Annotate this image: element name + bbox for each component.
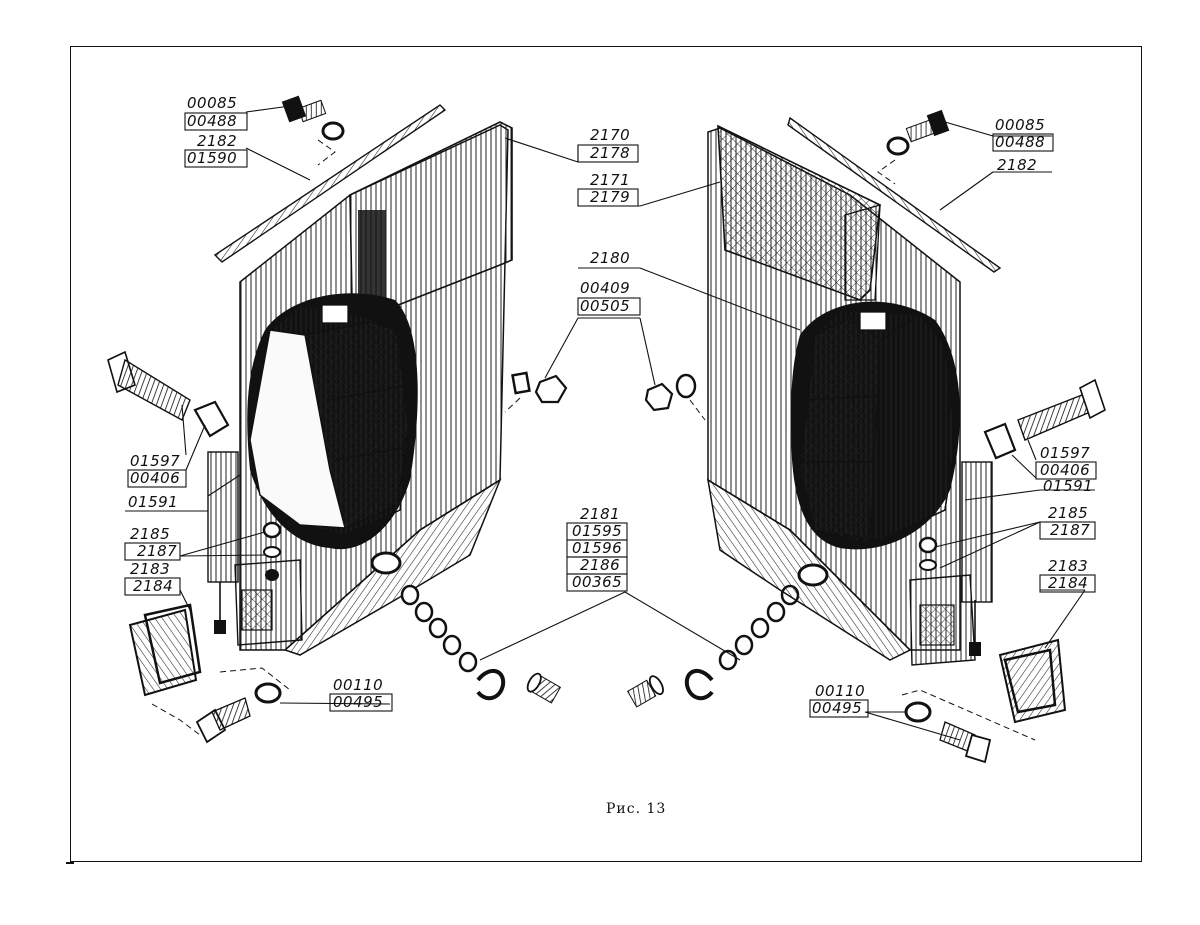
label-left-00406: 00406 (130, 469, 180, 487)
right-bottom-bolt (904, 701, 992, 764)
label-right-01591: 01591 (1043, 477, 1093, 495)
frame-corner-mark (66, 862, 74, 864)
label-left-00110: 00110 (333, 676, 383, 694)
left-washer-2185 (262, 521, 282, 539)
left-seal-strip (213, 104, 447, 263)
label-left-01597: 01597 (130, 452, 180, 470)
label-2170: 2170 (590, 126, 630, 144)
left-radiator-assembly (107, 95, 568, 744)
drawing-frame (70, 46, 1142, 862)
label-right-00085: 00085 (995, 116, 1045, 134)
label-01596: 01596 (572, 539, 622, 557)
label-right-2183: 2183 (1048, 557, 1088, 575)
label-left-2183: 2183 (130, 560, 170, 578)
label-2180: 2180 (590, 249, 630, 267)
label-left-00085: 00085 (187, 94, 237, 112)
right-fan-grille (799, 317, 881, 546)
right-side-tank (961, 461, 993, 603)
label-2179: 2179 (590, 188, 630, 206)
label-2178: 2178 (590, 144, 630, 162)
label-right-00406: 00406 (1040, 461, 1090, 479)
left-washer-2183 (265, 569, 279, 581)
left-housing-side (249, 329, 346, 529)
label-left-00488: 00488 (187, 112, 237, 130)
figure-caption: Рис. 13 (606, 801, 666, 817)
label-right-00488: 00488 (995, 133, 1045, 151)
label-right-00110: 00110 (815, 682, 865, 700)
label-00409: 00409 (580, 279, 630, 297)
right-housing-tab (859, 311, 887, 331)
label-2171: 2171 (590, 171, 630, 189)
left-bottom-bolt (195, 682, 282, 744)
label-right-00495: 00495 (812, 699, 862, 717)
label-2186: 2186 (580, 556, 620, 574)
label-left-00495: 00495 (333, 693, 383, 711)
left-pipe-washer-stack (400, 584, 562, 704)
label-2181: 2181 (580, 505, 620, 523)
left-housing-tab (321, 304, 349, 324)
right-radiator-assembly (706, 109, 1106, 764)
center-fittings (400, 373, 800, 708)
label-right-2182: 2182 (997, 156, 1037, 174)
label-right-2187: 2187 (1050, 521, 1090, 539)
left-cover-plate (128, 608, 198, 697)
right-washer-2185 (918, 536, 938, 554)
right-seal-strip (787, 116, 1002, 273)
label-left-2187: 2187 (137, 542, 177, 560)
label-left-01591: 01591 (128, 493, 178, 511)
left-frame-opening (358, 210, 386, 310)
right-pipe-washer-stack (626, 584, 800, 708)
label-left-01590: 01590 (187, 149, 237, 167)
right-big-bolt (983, 378, 1106, 460)
label-right-2185: 2185 (1048, 504, 1088, 522)
left-top-bolt (281, 95, 345, 141)
label-00365: 00365 (572, 573, 622, 591)
left-washer-2187 (263, 546, 281, 558)
label-01595: 01595 (572, 522, 622, 540)
label-left-2185: 2185 (130, 525, 170, 543)
label-right-01597: 01597 (1040, 444, 1090, 462)
label-left-2182: 2182 (197, 132, 237, 150)
label-left-2184: 2184 (133, 577, 173, 595)
right-top-bolt (886, 109, 950, 156)
left-side-tank (207, 451, 239, 583)
label-right-2184: 2184 (1048, 574, 1088, 592)
left-big-bolt (107, 350, 230, 438)
label-00505: 00505 (580, 297, 630, 315)
right-washer-2187 (919, 559, 937, 571)
leader-lines (151, 105, 1095, 741)
part-number-labels: 00085 00488 2182 01590 2170 2178 2171 21… (124, 94, 1097, 718)
